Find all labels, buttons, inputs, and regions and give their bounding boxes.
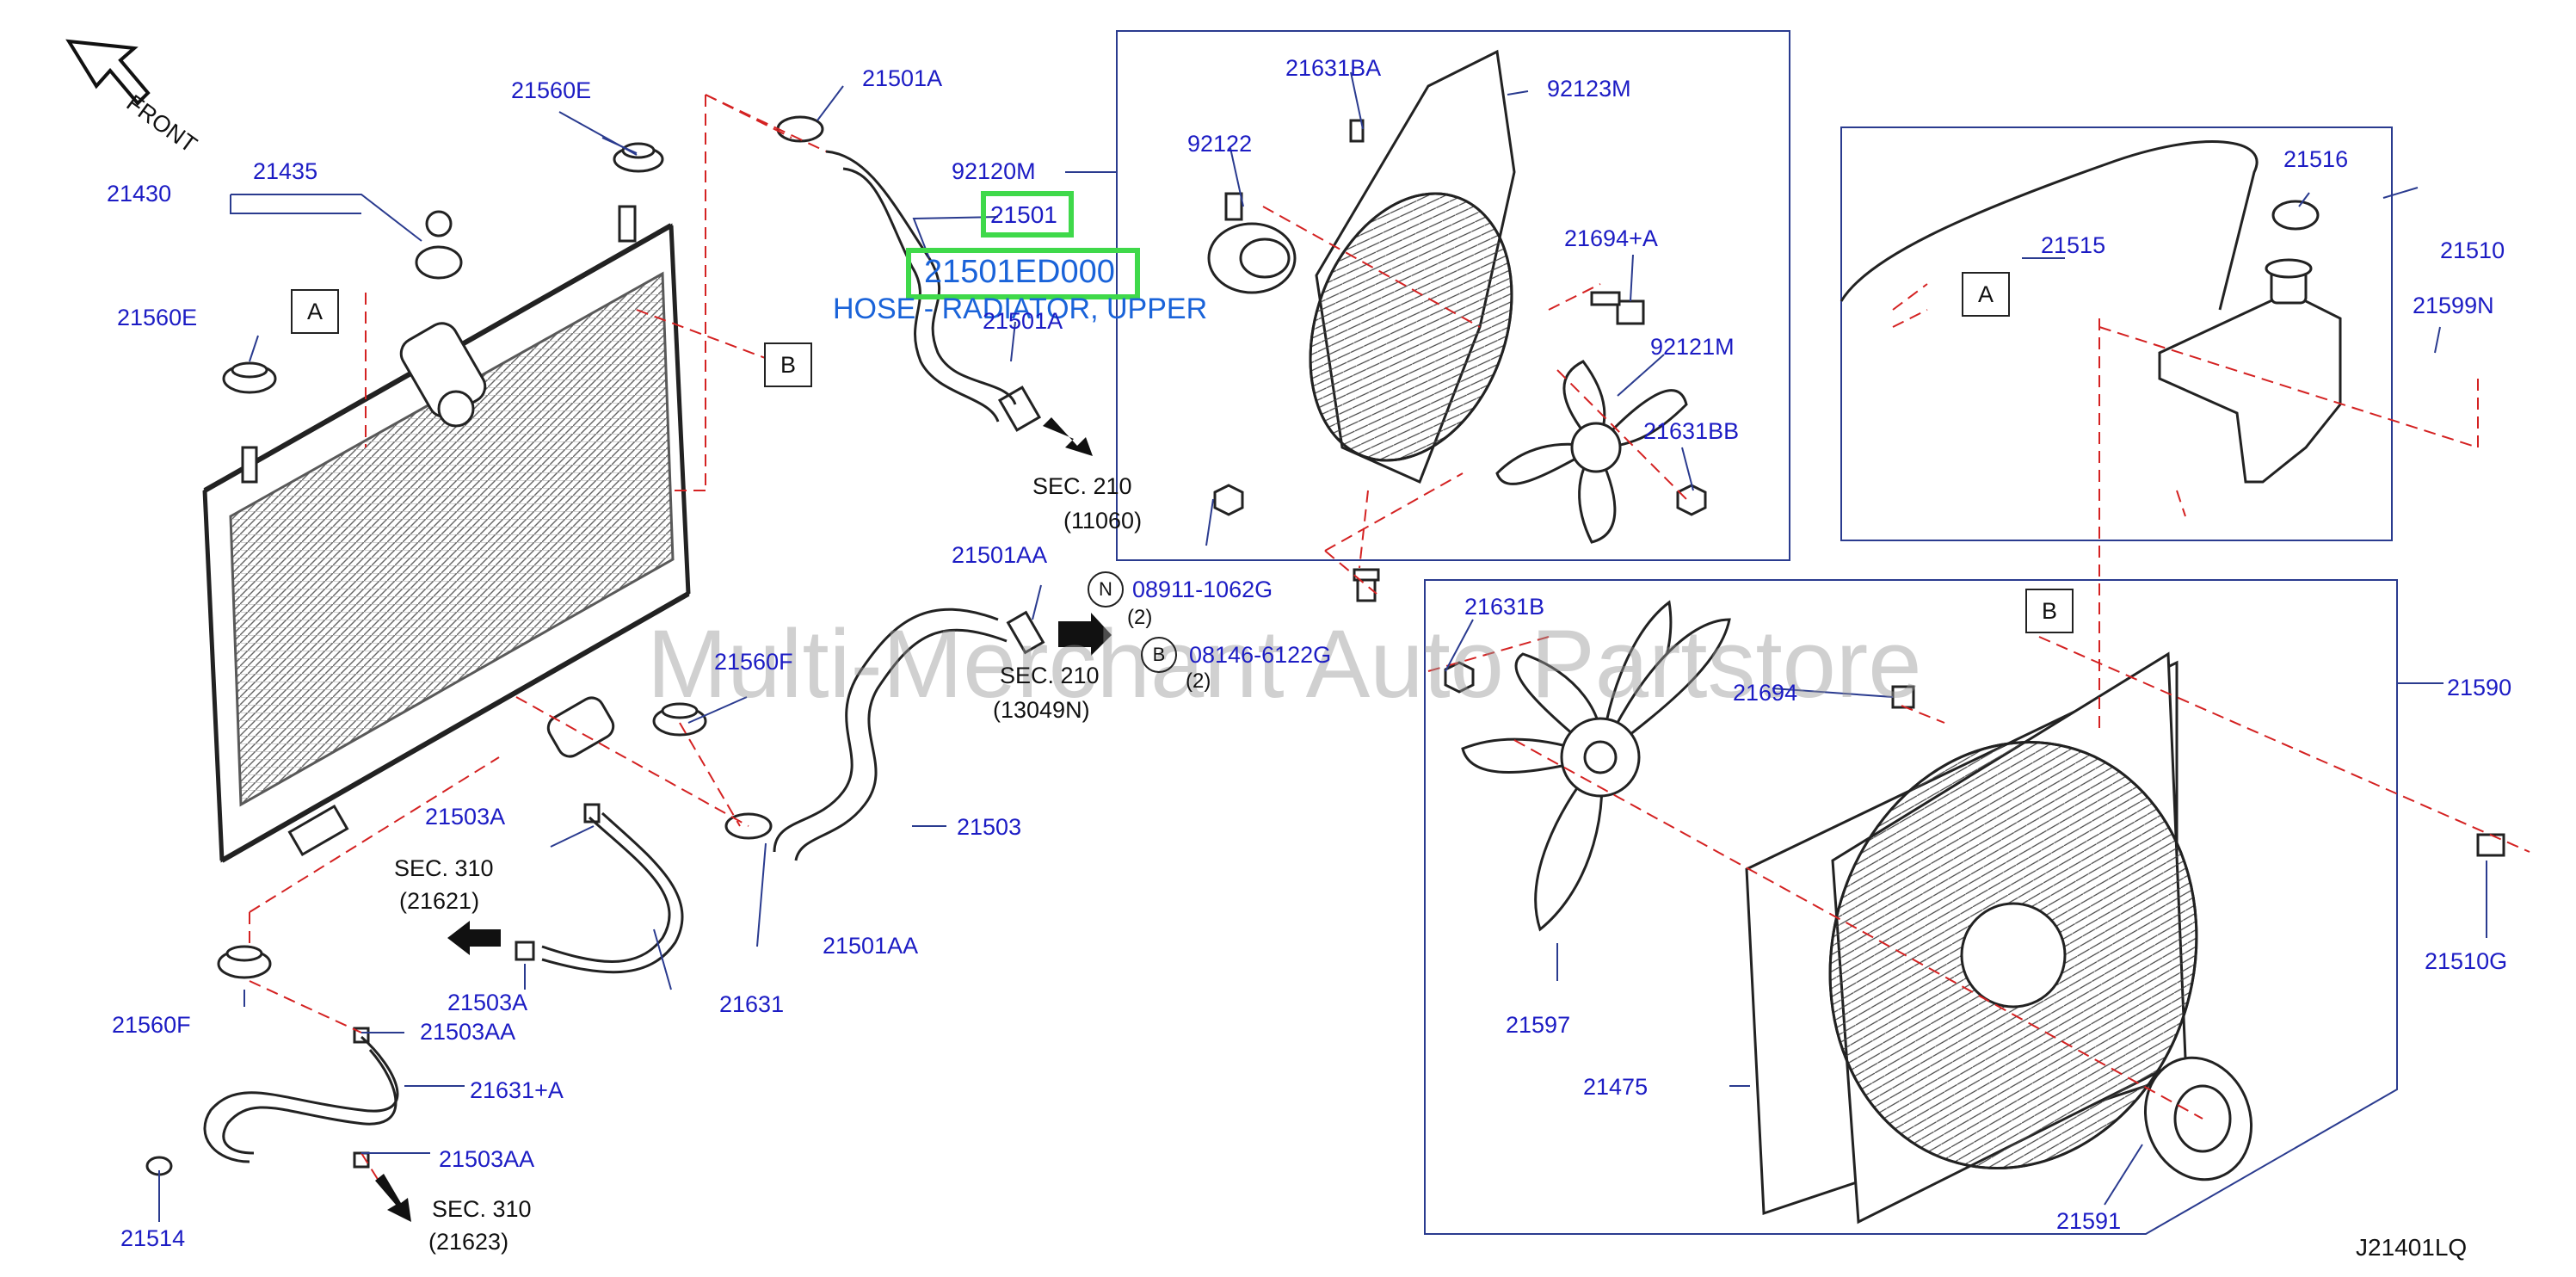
bolt-icon <box>1213 119 2505 857</box>
radiator-icon <box>202 205 691 863</box>
highlight-description: HOSE - RADIATOR, UPPER <box>833 293 1208 325</box>
leader-lines <box>158 71 2487 1222</box>
part-08146-6122G[interactable]: 08146-6122G <box>1189 642 1332 668</box>
view-marker-a-left: A <box>291 289 339 334</box>
part-21510[interactable]: 21510 <box>2440 238 2505 263</box>
lower-fan-box <box>1424 579 2398 1235</box>
part-21501AA-top[interactable]: 21501AA <box>952 542 1048 568</box>
section-310-a-line2[interactable]: (21621) <box>399 888 480 914</box>
part-92121M[interactable]: 92121M <box>1650 334 1735 360</box>
part-21515[interactable]: 21515 <box>2041 232 2106 258</box>
note-n-symbol: N <box>1088 571 1124 608</box>
part-21501A-mid[interactable]: 21501A <box>983 308 1063 334</box>
fan-blade-upper-icon <box>1495 360 1688 544</box>
highlight-box-part-number <box>906 248 1140 299</box>
fan-shroud-lower-icon <box>1745 651 2198 1225</box>
part-21631BB[interactable]: 21631BB <box>1643 418 1740 444</box>
part-21591[interactable]: 21591 <box>2056 1208 2122 1234</box>
part-21694[interactable]: 21694 <box>1733 680 1798 706</box>
lower-hose-icon <box>724 608 1045 861</box>
part-21430[interactable]: 21430 <box>107 181 172 207</box>
part-92123M[interactable]: 92123M <box>1547 76 1631 102</box>
part-21503[interactable]: 21503 <box>957 814 1022 840</box>
part-21560F-left[interactable]: 21560F <box>112 1012 191 1038</box>
part-92120M[interactable]: 92120M <box>952 158 1036 184</box>
fan-motor-lower-icon <box>2143 1056 2253 1181</box>
part-21560E-top[interactable]: 21560E <box>511 77 592 103</box>
part-21501AA-low[interactable]: 21501AA <box>823 933 919 959</box>
part-21514[interactable]: 21514 <box>120 1225 186 1251</box>
fan-motor-icon <box>1207 192 1297 294</box>
part-21503A-low[interactable]: 21503A <box>447 990 528 1015</box>
part-92122[interactable]: 92122 <box>1187 131 1253 157</box>
front-arrow-icon <box>65 39 151 106</box>
section-210-b-line2[interactable]: (13049N) <box>993 697 1090 723</box>
section-310-b-line1[interactable]: SEC. 310 <box>432 1196 532 1222</box>
part-21631[interactable]: 21631 <box>719 991 785 1017</box>
section-210-a-line2[interactable]: (11060) <box>1063 508 1143 534</box>
section-310-b-line2[interactable]: (21623) <box>428 1229 509 1255</box>
highlight-part-number[interactable]: 21501ED000 <box>924 254 1115 290</box>
part-21631BA[interactable]: 21631BA <box>1285 55 1382 81</box>
note-b-symbol: B <box>1141 637 1177 673</box>
part-08911-1062G[interactable]: 08911-1062G <box>1132 577 1273 602</box>
part-21503AA-b[interactable]: 21503AA <box>439 1146 535 1172</box>
highlight-callout-label[interactable]: 21501 <box>990 201 1057 228</box>
view-marker-a-right: A <box>1962 272 2010 317</box>
part-21516[interactable]: 21516 <box>2283 146 2349 172</box>
section-210-a-line1[interactable]: SEC. 210 <box>1032 473 1132 499</box>
heater-hose-icon <box>145 1027 399 1176</box>
radiator-cap-icon <box>217 142 707 979</box>
fan-blade-lower-icon <box>1461 600 1731 932</box>
upper-hose-icon <box>776 115 1042 432</box>
reservoir-box <box>1840 126 2393 541</box>
part-21510G[interactable]: 21510G <box>2425 948 2508 974</box>
watermark: Multi-Merchant Auto Partstore <box>647 610 1922 718</box>
part-21694A[interactable]: 21694+A <box>1564 225 1658 251</box>
highlight-box-callout <box>981 191 1074 238</box>
part-21597[interactable]: 21597 <box>1506 1012 1571 1038</box>
bypass-hose-icon <box>515 803 684 974</box>
direction-arrows-icon <box>375 417 1112 1222</box>
part-21631A[interactable]: 21631+A <box>470 1077 564 1103</box>
part-08911-qty: (2) <box>1127 606 1153 629</box>
part-21631B[interactable]: 21631B <box>1464 594 1545 620</box>
section-210-b-line1[interactable]: SEC. 210 <box>1000 663 1100 688</box>
part-08146-qty: (2) <box>1186 669 1211 693</box>
view-marker-b-left: B <box>764 342 812 387</box>
part-21501A-top[interactable]: 21501A <box>862 65 943 91</box>
part-21560E-left[interactable]: 21560E <box>117 305 198 330</box>
dashed-leaders <box>249 94 2530 1188</box>
part-21503A-top[interactable]: 21503A <box>425 804 506 830</box>
fan-shroud-upper-icon <box>1309 49 1516 484</box>
part-21435[interactable]: 21435 <box>253 158 318 184</box>
part-21590[interactable]: 21590 <box>2447 675 2512 700</box>
diagram-code: J21401LQ <box>2356 1234 2468 1261</box>
part-21475[interactable]: 21475 <box>1583 1074 1649 1100</box>
view-marker-b-right: B <box>2025 589 2074 633</box>
section-310-a-line1[interactable]: SEC. 310 <box>394 855 494 881</box>
reservoir-tank-icon <box>1840 140 2342 484</box>
part-21560F-right[interactable]: 21560F <box>714 649 793 675</box>
part-21599N[interactable]: 21599N <box>2413 293 2494 318</box>
part-21503AA-a[interactable]: 21503AA <box>420 1019 516 1045</box>
